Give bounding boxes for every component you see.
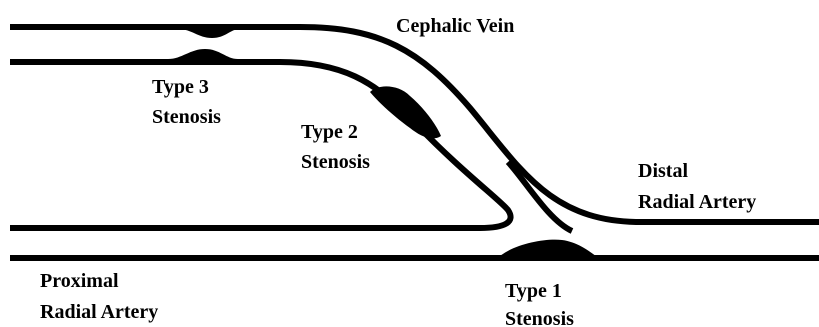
type3-stenosis-bulge-bottom bbox=[168, 49, 238, 59]
distal-radial-artery-label-line2: Radial Artery bbox=[638, 191, 756, 213]
cephalic-vein-inner-wall bbox=[10, 62, 511, 228]
type2-stenosis-label-line2: Stenosis bbox=[301, 151, 370, 173]
type3-stenosis-label-line2: Stenosis bbox=[152, 106, 221, 128]
type2-stenosis-label-line1: Type 2 bbox=[301, 121, 358, 143]
type1-stenosis-lesion bbox=[500, 240, 596, 256]
type2-stenosis-lesion bbox=[370, 86, 441, 138]
cephalic-vein-label: Cephalic Vein bbox=[396, 15, 514, 37]
distal-radial-artery-label-line1: Distal bbox=[638, 160, 688, 182]
proximal-radial-artery-label-line2: Radial Artery bbox=[40, 301, 158, 323]
proximal-radial-artery-label-line1: Proximal bbox=[40, 270, 119, 292]
anastomosis-vein-wall bbox=[508, 162, 572, 231]
type3-stenosis-label-line1: Type 3 bbox=[152, 76, 209, 98]
type1-stenosis-label-line1: Type 1 bbox=[505, 280, 562, 302]
type1-stenosis-label-line2: Stenosis bbox=[505, 308, 574, 327]
type3-stenosis-bulge-top bbox=[178, 29, 240, 38]
